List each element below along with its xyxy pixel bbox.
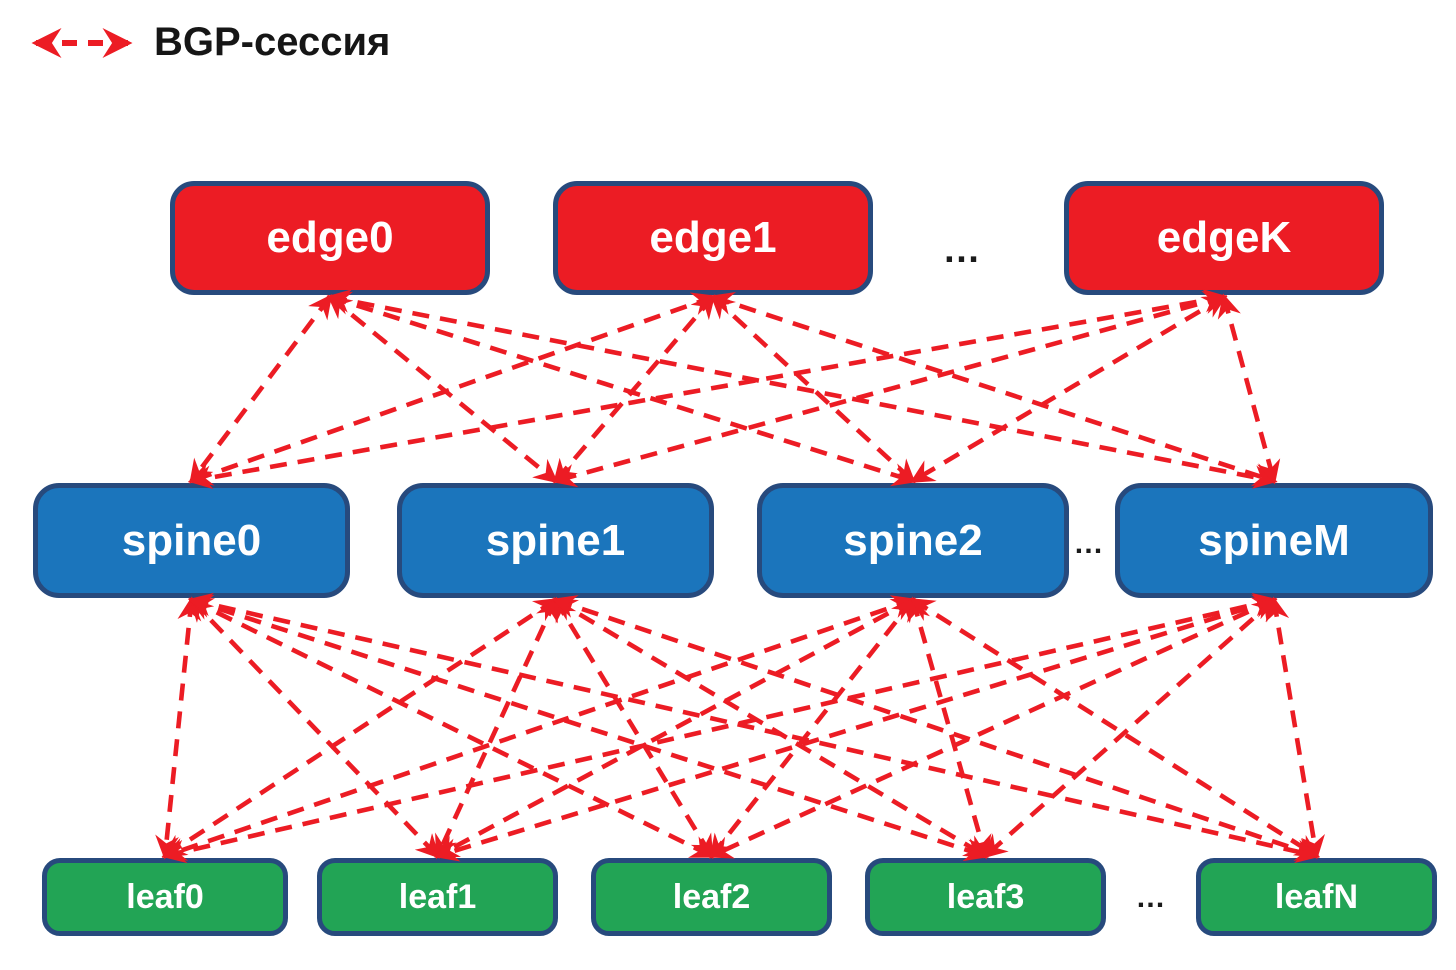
legend-label: BGP-сессия: [154, 20, 391, 64]
connection-edge1-spineM: [709, 291, 1278, 487]
node-label: spine0: [121, 515, 262, 565]
connection-spine1-leaf2: [553, 596, 714, 860]
legend: BGP-сессия: [26, 22, 390, 62]
connection-spine0-leaf1: [189, 597, 440, 859]
connection-spineM-leaf0: [161, 592, 1278, 864]
node-edgeK: edgeK: [1064, 181, 1384, 295]
connection-edgeK-spine1: [552, 290, 1228, 488]
connection-spineM-leaf3: [982, 597, 1277, 859]
connection-spine1-leafN: [552, 595, 1320, 861]
node-spine2: spine2: [757, 483, 1069, 598]
connection-spine2-leaf1: [434, 597, 917, 859]
connection-edge0-spine1: [327, 294, 559, 484]
node-label: leafN: [1274, 877, 1359, 916]
connection-edgeK-spineM: [1217, 293, 1281, 485]
leaf-row-ellipsis: …: [1135, 881, 1167, 914]
connection-spine0-leafN: [188, 592, 1320, 864]
connection-edge0-spine2: [326, 291, 917, 487]
node-label: leaf1: [398, 877, 477, 916]
edge-row-ellipsis: …: [942, 229, 982, 271]
node-label: leaf3: [946, 877, 1025, 916]
node-leaf0: leaf0: [42, 858, 288, 936]
connection-spine1-leaf0: [161, 598, 559, 858]
connection-spineM-leafN: [1265, 596, 1325, 860]
connection-spine0-leaf2: [188, 597, 715, 859]
node-label: leaf2: [672, 877, 751, 916]
node-label: edge1: [649, 213, 777, 262]
connection-edge1-spine0: [188, 292, 717, 486]
node-label: spine2: [843, 515, 983, 565]
connection-spine0-leaf3: [188, 594, 989, 862]
node-leaf1: leaf1: [317, 858, 558, 936]
node-label: spineM: [1198, 515, 1350, 565]
node-edge0: edge0: [170, 181, 490, 295]
connection-spineM-leaf1: [434, 594, 1278, 862]
connection-spine2-leafN: [909, 598, 1320, 858]
connection-spine2-leaf2: [709, 597, 916, 859]
connection-edge1-spine2: [710, 294, 916, 484]
node-label: edgeK: [1156, 213, 1292, 262]
connection-spine2-leaf3: [907, 596, 992, 860]
node-leaf2: leaf2: [591, 858, 832, 936]
node-leaf3: leaf3: [865, 858, 1106, 936]
connection-spine0-leaf0: [155, 596, 202, 860]
spine-row-ellipsis: …: [1073, 527, 1105, 560]
node-label: edge0: [266, 213, 394, 262]
connection-edge1-spine1: [553, 294, 716, 484]
connection-edge0-spine0: [189, 294, 333, 484]
connection-spine1-leaf3: [552, 598, 989, 858]
connection-edge0-spineM: [326, 289, 1278, 489]
connection-spine1-leaf1: [435, 596, 558, 860]
connection-spineM-leaf2: [708, 597, 1278, 859]
node-spine0: spine0: [33, 483, 350, 598]
node-leafN: leafN: [1196, 858, 1437, 936]
bgp-session-arrow-icon: [31, 28, 133, 58]
node-label: spine1: [485, 515, 626, 565]
node-label: leaf0: [126, 877, 204, 916]
connection-edgeK-spine2: [909, 295, 1228, 483]
connection-edgeK-spine0: [187, 288, 1228, 490]
node-spineM: spineM: [1115, 483, 1433, 598]
connection-spine2-leaf0: [161, 595, 917, 861]
node-spine1: spine1: [397, 483, 714, 598]
node-edge1: edge1: [553, 181, 873, 295]
